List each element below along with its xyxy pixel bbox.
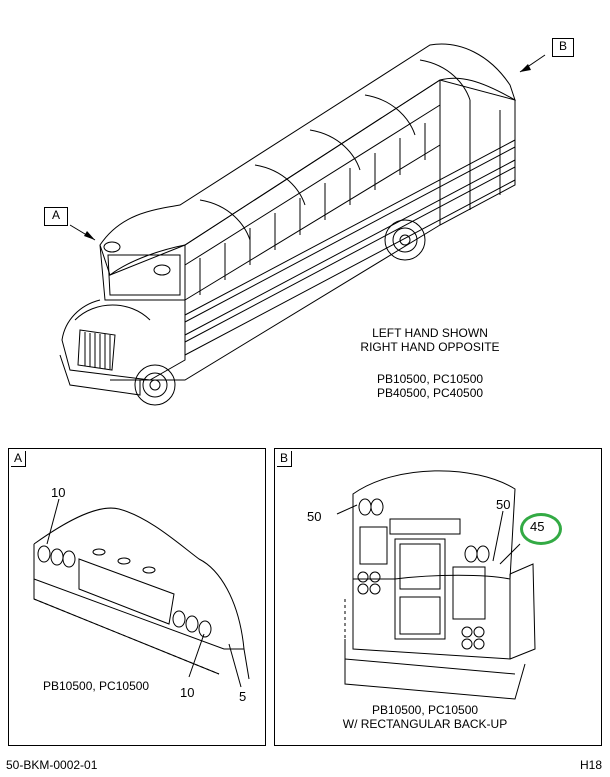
detail-a-ref-10-bottom: 10 [180, 685, 195, 700]
detail-b-ref-50-right: 50 [496, 497, 511, 512]
detail-b-label: B [277, 451, 292, 467]
detail-b-models-line1: PB10500, PC10500 [371, 703, 479, 717]
bus-illustration [59, 43, 546, 406]
callout-b: B [552, 38, 574, 57]
detail-b-panel: B [274, 448, 602, 746]
model-list-line1: PB10500, PC10500 [376, 372, 484, 386]
orientation-note-line1: LEFT HAND SHOWN [372, 326, 488, 340]
orientation-note: LEFT HAND SHOWN RIGHT HAND OPPOSITE [340, 326, 520, 354]
detail-a-label-text: A [13, 451, 22, 465]
callout-a: A [44, 207, 68, 226]
detail-b-models: PB10500, PC10500 W/ RECTANGULAR BACK-UP [295, 703, 555, 731]
callout-a-label: A [51, 208, 60, 222]
detail-b-drawing [336, 470, 536, 700]
detail-b-ref-50-left: 50 [307, 509, 322, 524]
detail-b-label-text: B [279, 451, 288, 465]
page-code: H18 [579, 758, 602, 772]
detail-b-ref-45-highlight [520, 513, 562, 545]
detail-b-models-line2: W/ RECTANGULAR BACK-UP [342, 717, 508, 731]
model-list-line2: PB40500, PC40500 [376, 386, 484, 400]
detail-a-ref-5: 5 [239, 689, 247, 704]
detail-a-label: A [11, 451, 26, 467]
detail-a-ref-10-top: 10 [51, 485, 66, 500]
callout-b-label: B [558, 39, 567, 53]
orientation-note-line2: RIGHT HAND OPPOSITE [360, 340, 500, 354]
detail-b-ref-45: 45 [530, 519, 545, 534]
doc-number: 50-BKM-0002-01 [6, 758, 98, 772]
detail-a-models: PB10500, PC10500 [43, 679, 150, 693]
detail-a-drawing [33, 498, 250, 688]
model-list: PB10500, PC10500 PB40500, PC40500 [350, 372, 510, 400]
detail-a-panel: A 10 10 [8, 448, 266, 746]
